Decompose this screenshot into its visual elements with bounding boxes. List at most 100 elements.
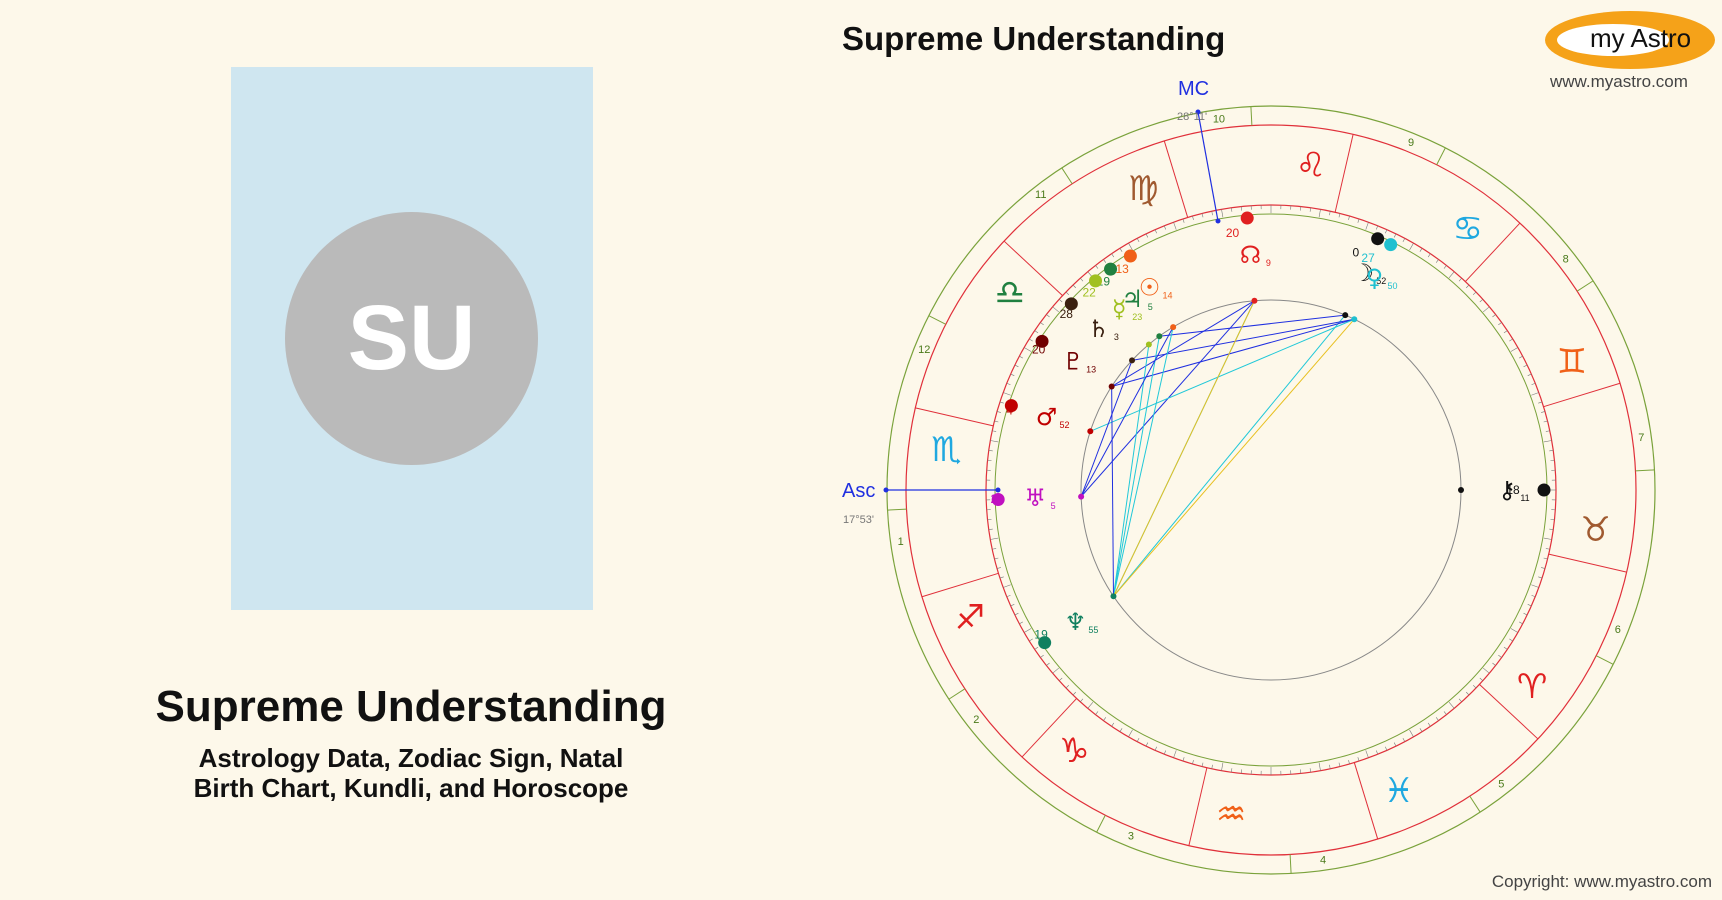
tick-mark	[988, 528, 993, 530]
pluto-degree: 20	[1032, 342, 1046, 356]
tick-mark	[1443, 711, 1447, 715]
tick-mark	[1523, 364, 1528, 368]
site-url[interactable]: www.myastro.com	[1550, 72, 1688, 91]
myastro-logo[interactable]: my Astro	[1545, 11, 1715, 69]
sign-divider	[1543, 382, 1621, 408]
tick-mark	[1173, 750, 1177, 758]
tick-mark	[1019, 355, 1024, 359]
tick-mark	[1503, 646, 1508, 650]
house-cusp	[1061, 167, 1073, 185]
tick-mark	[1518, 355, 1523, 359]
tick-mark	[1402, 238, 1406, 243]
jupiter-glyph: ♃	[1122, 285, 1144, 313]
house-number-7: 7	[1638, 432, 1644, 444]
tick-mark	[1136, 238, 1140, 243]
uranus-marker	[991, 493, 1005, 507]
tick-mark	[1231, 768, 1233, 773]
zodiac-signs: ♌♋♊♉♈♓♒♑♐♏♎♍	[931, 145, 1611, 834]
neptune-glyph: ♆	[1065, 608, 1087, 636]
tick-mark	[1095, 265, 1099, 269]
tick-mark	[1329, 211, 1331, 216]
saturn-marker	[1064, 297, 1078, 311]
tick-mark	[1531, 382, 1536, 386]
venus-minutes: 50	[1387, 281, 1397, 291]
house-number-9: 9	[1408, 137, 1414, 149]
sign-dividers	[915, 134, 1627, 846]
neptune-marker	[1038, 636, 1052, 650]
aquarius-glyph: ♒	[1216, 795, 1246, 835]
tick-mark	[1211, 764, 1213, 769]
tick-mark	[1192, 215, 1194, 220]
mars-aspect-point	[1087, 428, 1094, 435]
tick-mark	[1543, 440, 1552, 443]
tick-mark	[1427, 722, 1431, 727]
tick-mark	[1154, 229, 1157, 234]
mercury-glyph: ☿	[1112, 295, 1127, 323]
tick-mark	[992, 430, 997, 432]
tick-mark	[1435, 717, 1439, 721]
tick-mark	[1458, 698, 1462, 702]
tick-mark	[1006, 382, 1011, 386]
leo-glyph: ♌	[1296, 145, 1326, 185]
tick-mark	[1543, 420, 1548, 423]
tick-mark	[1483, 667, 1490, 674]
tick-mark	[1103, 717, 1107, 721]
saturn-glyph: ♄	[1088, 315, 1110, 343]
tick-mark	[1510, 347, 1518, 352]
chiron-degree: 18	[1506, 483, 1520, 497]
house-number-11: 11	[1035, 189, 1046, 201]
house-number-10: 10	[1213, 114, 1225, 126]
tick-mark	[1024, 347, 1032, 352]
moon-marker	[1371, 232, 1385, 246]
tick-mark	[1472, 291, 1477, 296]
asc-axis-dot	[883, 487, 889, 493]
mc-degree: 28°11'	[1177, 111, 1207, 123]
tick-mark	[1479, 677, 1483, 681]
tick-mark	[1435, 259, 1439, 263]
neptune-aspect-point	[1110, 593, 1117, 600]
mercury-aspect-point	[1145, 341, 1152, 348]
house-cusp	[1436, 147, 1446, 166]
venus-marker	[1384, 238, 1398, 252]
mc-axis-line	[1197, 111, 1219, 222]
tick-mark	[1087, 702, 1094, 709]
tick-mark	[999, 401, 1004, 404]
tick-mark	[1201, 213, 1204, 218]
jupiter-marker	[1104, 262, 1118, 276]
tick-mark	[1541, 567, 1546, 569]
tick-mark	[1498, 322, 1502, 326]
house-cusp	[948, 688, 966, 700]
taurus-glyph: ♉	[1580, 510, 1610, 550]
sun-glyph: ☉	[1139, 274, 1161, 302]
tick-mark	[1065, 684, 1070, 689]
tick-mark	[1549, 450, 1554, 452]
tick-mark	[1034, 646, 1039, 650]
house-number-4: 4	[1320, 854, 1326, 866]
aspect-lines	[1080, 300, 1355, 597]
tick-mark	[1509, 638, 1513, 642]
sign-divider	[1003, 240, 1063, 296]
tick-mark	[1509, 338, 1513, 342]
tick-mark	[1375, 225, 1379, 230]
tick-mark	[1024, 628, 1032, 633]
tick-mark	[1080, 698, 1084, 702]
aspect-line	[1112, 344, 1150, 597]
aspect-line	[1113, 300, 1255, 597]
degree-ticks	[986, 205, 1556, 775]
chiron-marker	[1537, 483, 1551, 497]
aspect-line	[1080, 360, 1133, 497]
tick-mark	[1523, 612, 1528, 616]
house-cusp	[1289, 854, 1292, 874]
chiron-glyph: ⚷	[1498, 476, 1516, 504]
aspect-line	[1111, 300, 1255, 387]
pisces-glyph: ♓	[1384, 771, 1414, 811]
aspect-line	[1080, 326, 1174, 497]
moon-minutes: 52	[1376, 276, 1386, 286]
tick-mark	[1309, 207, 1311, 212]
tick-mark	[990, 440, 999, 443]
tick-mark	[1034, 330, 1039, 334]
tick-mark	[1052, 667, 1059, 674]
tick-mark	[1545, 548, 1550, 550]
tick-mark	[1040, 654, 1044, 658]
